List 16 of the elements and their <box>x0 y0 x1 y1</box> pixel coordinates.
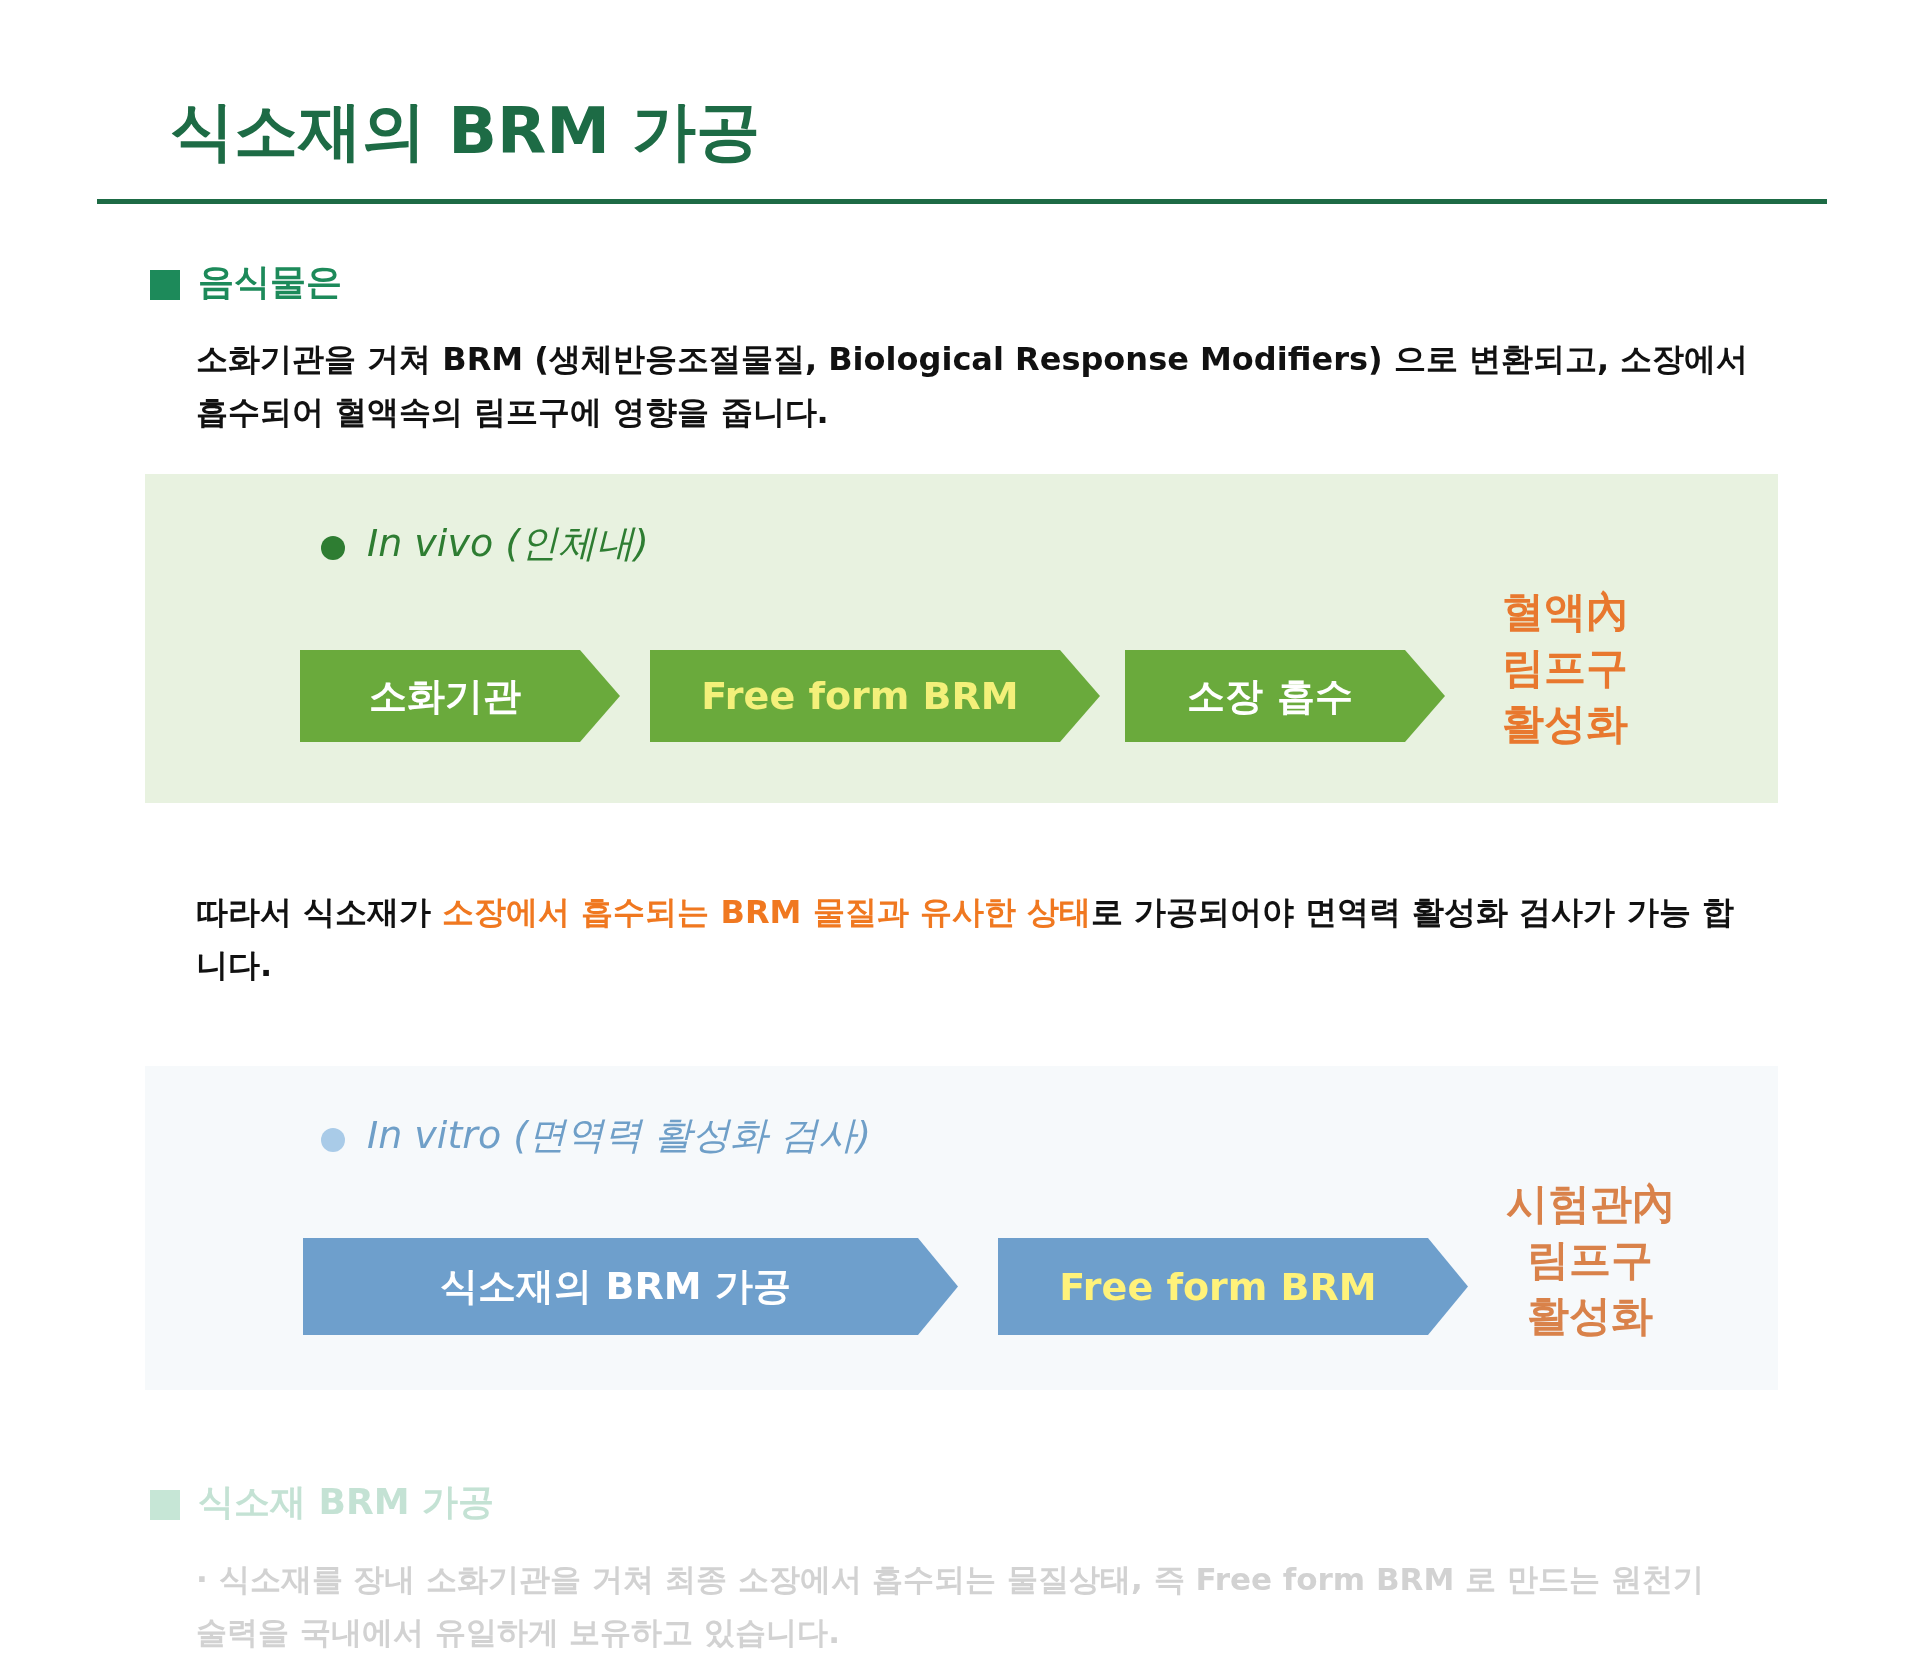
panel <box>145 1066 1778 1390</box>
panel-heading: In vivo (인체내) <box>367 520 649 567</box>
panel-heading: In vitro (면역력 활성화 검사) <box>367 1112 872 1159</box>
page-title: 식소재의 BRM 가공 <box>170 93 761 170</box>
result-text: 혈액內 림프구 활성화 <box>1475 584 1655 752</box>
paragraph: 따라서 식소재가 소장에서 흡수되는 BRM 물질과 유사한 상태로 가공되어야 면역력 활성화 검사가 가능 합니다. <box>196 892 1735 986</box>
process-step: Free form BRM <box>650 650 1100 742</box>
section-heading: 음식물은 <box>198 260 342 304</box>
process-step: 식소재의 BRM 가공 <box>303 1238 958 1335</box>
process-step: 소화기관 <box>300 650 620 742</box>
process-step: 소장 흡수 <box>1125 650 1445 742</box>
result-text: 시험관內 림프구 활성화 <box>1490 1176 1690 1344</box>
paragraph: 소화기관을 거쳐 BRM (생체반응조절물질, Biological Response Modifiers) 으로 변환되고, 소장에서 흡수되어 혈액속의 림프구에 영향을 줍니다. <box>196 339 1750 433</box>
panel <box>145 474 1778 803</box>
section-heading: 식소재 BRM 가공 <box>198 1480 495 1524</box>
process-step: Free form BRM <box>998 1238 1468 1335</box>
